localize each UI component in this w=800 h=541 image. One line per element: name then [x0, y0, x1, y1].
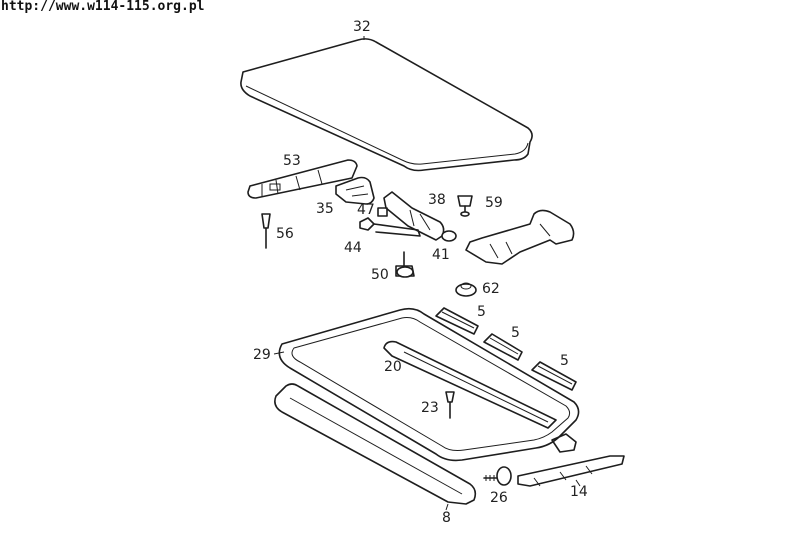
label-47: 47: [357, 202, 375, 218]
part-59-screw: [457, 195, 473, 217]
label-44: 44: [344, 240, 362, 256]
label-14: 14: [570, 484, 588, 500]
label-5-b: 5: [511, 325, 520, 341]
label-62: 62: [482, 281, 500, 297]
label-50: 50: [371, 267, 389, 283]
label-20: 20: [384, 359, 402, 375]
part-44-guide-block: [359, 217, 375, 231]
part-5-guide-strip-2: [483, 333, 523, 361]
part-35-hinge: [335, 176, 375, 205]
label-29: 29: [253, 347, 271, 363]
part-5-guide-strip-1: [435, 307, 479, 335]
label-26: 26: [490, 490, 508, 506]
part-26-screw: [483, 466, 512, 486]
label-38: 38: [428, 192, 446, 208]
label-53: 53: [283, 153, 301, 169]
part-14-guide-rail: [517, 455, 625, 487]
part-41-washer: [441, 230, 457, 242]
part-29-seal-frame: [278, 307, 580, 462]
label-8: 8: [442, 510, 451, 526]
part-50-bolt: [395, 251, 415, 278]
part-frame-corner-clip: [551, 433, 577, 453]
label-59: 59: [485, 195, 503, 211]
label-5-a: 5: [477, 304, 486, 320]
part-62-nut: [455, 282, 477, 297]
part-8-lower-trim: [274, 383, 477, 505]
label-23: 23: [421, 400, 439, 416]
part-47-clip: [377, 207, 388, 217]
part-20-inner-frame: [383, 340, 557, 429]
part-32-sunroof-panel: [240, 38, 533, 172]
part-56-pin: [261, 213, 271, 249]
source-url: http://www.w114-115.org.pl: [1, 0, 205, 14]
part-38-lifting-arm: [383, 191, 445, 241]
part-5-guide-strip-3: [531, 361, 577, 391]
label-5-c: 5: [560, 353, 569, 369]
label-35: 35: [316, 201, 334, 217]
part-drive-mechanism: [465, 209, 575, 265]
label-56: 56: [276, 226, 294, 242]
part-23-pin: [445, 391, 455, 419]
part-53-rail-bracket: [247, 159, 358, 199]
label-32: 32: [353, 19, 371, 35]
label-41: 41: [432, 247, 450, 263]
leader-lines: [273, 36, 581, 511]
